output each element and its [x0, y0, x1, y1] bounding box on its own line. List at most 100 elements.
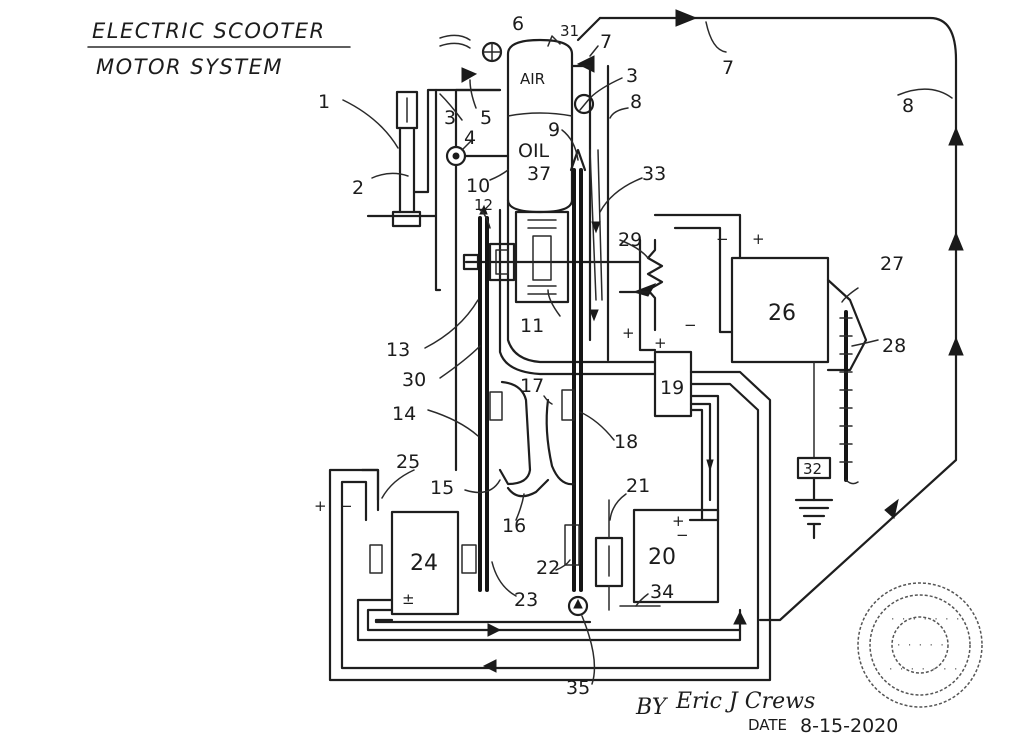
- controller-26: 26: [730, 256, 868, 485]
- housing-27: [826, 278, 868, 372]
- battery-20: 20 + −: [594, 499, 720, 611]
- pol-minus-26a: −: [716, 230, 729, 248]
- label-13: 13: [386, 339, 410, 361]
- linkage-16: [506, 478, 550, 498]
- air-oil-tank: AIR OIL 37: [506, 35, 574, 214]
- leader-1: [342, 99, 399, 149]
- bottom-wiring: [356, 595, 747, 673]
- pol-pm-24: ±: [402, 590, 415, 608]
- label-30: 30: [402, 369, 426, 391]
- svg-text:· · · · ·: · · · · ·: [896, 641, 945, 651]
- pol-plus-26a: +: [752, 230, 765, 248]
- label-4: 4: [464, 127, 476, 149]
- label-3-right: 3: [626, 65, 638, 87]
- label-23: 23: [514, 589, 538, 611]
- label-27: 27: [880, 253, 904, 275]
- tank-air-label: AIR: [520, 70, 545, 88]
- label-26: 26: [768, 301, 796, 326]
- check-valve-7-inner: [576, 55, 595, 73]
- throttle-stem: [398, 126, 416, 214]
- pol-minus-20: −: [676, 526, 689, 544]
- pol-plus-19b: +: [654, 334, 667, 352]
- label-29: 29: [618, 229, 642, 251]
- label-18: 18: [614, 431, 638, 453]
- label-28: 28: [882, 335, 906, 357]
- throttle-handle: [395, 90, 419, 130]
- label-21: 21: [626, 475, 650, 497]
- leader-lines: [381, 21, 953, 685]
- title-line-1: ELECTRIC SCOOTER: [92, 19, 326, 43]
- motor-assembly: [462, 210, 642, 304]
- signature-name: Eric J Crews: [675, 689, 815, 714]
- label-15: 15: [430, 477, 454, 499]
- seal-stamp: · · · · · · · · · · · · · · · · · · ·: [857, 582, 983, 708]
- label-8-inner: 8: [630, 91, 642, 113]
- pol-minus-26b: −: [684, 316, 697, 334]
- label-22: 22: [536, 557, 560, 579]
- tank-port-31: [547, 35, 561, 47]
- label-19: 19: [660, 377, 684, 399]
- flow-arrow-4: [884, 498, 899, 519]
- label-12: 12: [474, 196, 493, 214]
- label-10: 10: [466, 175, 490, 197]
- sensor-32: 32: [794, 361, 834, 540]
- pol-plus-19a: +: [622, 324, 635, 342]
- control-wiring: − + − + +: [618, 213, 765, 352]
- tank-body: [506, 38, 574, 214]
- tank-divider: [507, 112, 573, 117]
- outer-return-loop: [576, 9, 964, 622]
- pol-minus-24: −: [340, 497, 353, 515]
- label-7-inner: 7: [600, 31, 612, 53]
- cam-17: [545, 398, 576, 486]
- label-1: 1: [318, 91, 330, 113]
- label-35: 35: [566, 677, 590, 699]
- box-26: [730, 256, 830, 364]
- label-24: 24: [410, 551, 438, 576]
- flow-arrow-2: [948, 231, 964, 251]
- signature-block: BY Eric J Crews DATE 8-15-2020: [635, 689, 898, 737]
- label-37: 37: [527, 163, 551, 185]
- brush-25: [369, 544, 383, 574]
- pulleys-and-belts: [478, 148, 603, 592]
- hydraulic-lines: [434, 64, 657, 472]
- flow-arrow-1: [948, 126, 964, 146]
- date-value: 8-15-2020: [800, 715, 898, 737]
- label-25: 25: [396, 451, 420, 473]
- throttle-base: [391, 210, 422, 228]
- sensor-35: [567, 595, 589, 617]
- label-34: 34: [650, 581, 674, 603]
- label-8-outer: 8: [902, 95, 914, 117]
- motor-11: [514, 210, 570, 304]
- label-17: 17: [520, 375, 544, 397]
- signature-by: BY: [635, 695, 669, 720]
- cam-15: [498, 380, 532, 486]
- label-3-left: 3: [444, 107, 456, 129]
- title-line-2: MOTOR SYSTEM: [96, 55, 283, 79]
- gear-train: [489, 380, 580, 566]
- label-2: 2: [352, 177, 364, 199]
- diagram-title: ELECTRIC SCOOTER MOTOR SYSTEM: [87, 19, 351, 79]
- pol-plus-20: +: [672, 512, 685, 530]
- label-5: 5: [480, 107, 492, 129]
- valve-3-right: [573, 93, 595, 115]
- label-14: 14: [392, 403, 416, 425]
- tank-oil-label: OIL: [518, 140, 550, 162]
- flow-arrow-3: [948, 336, 964, 356]
- feed-line: [506, 198, 657, 364]
- clutch-12: [488, 242, 516, 282]
- bearing-18: [561, 389, 575, 421]
- label-32: 32: [803, 460, 822, 478]
- box-24: [390, 510, 460, 616]
- number-labels: 1 2 3 4 5 6 31 7 7 3 8 8 9 10 11 12 13 1…: [318, 13, 914, 699]
- leader-2: [371, 172, 409, 179]
- exhaust-flow: [439, 34, 471, 49]
- check-valve-7-top: [675, 9, 698, 27]
- label-6: 6: [512, 13, 524, 35]
- pol-plus-24: +: [314, 497, 327, 515]
- label-33: 33: [642, 163, 666, 185]
- label-31: 31: [560, 22, 579, 40]
- label-9: 9: [548, 119, 560, 141]
- label-16: 16: [502, 515, 526, 537]
- rheostat-29: [646, 238, 664, 332]
